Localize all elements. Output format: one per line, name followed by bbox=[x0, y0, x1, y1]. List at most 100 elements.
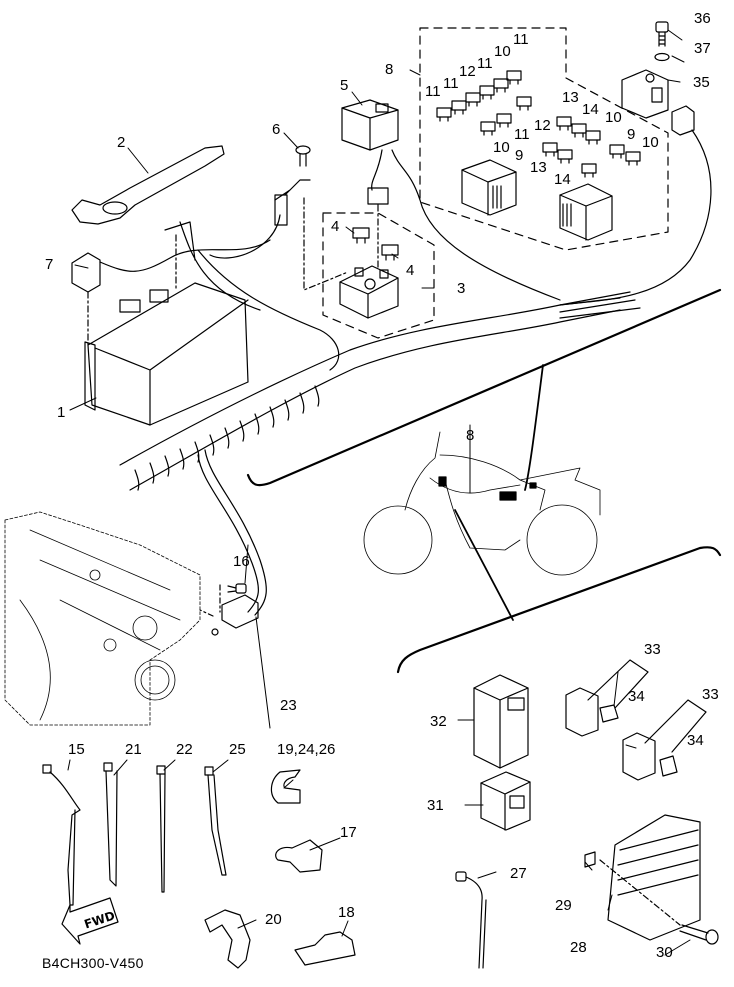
battery-bracket bbox=[164, 221, 261, 311]
clamp-18-icon bbox=[294, 931, 356, 966]
callout-35: 35 bbox=[693, 74, 710, 91]
bolt-30-dashdot-line bbox=[599, 859, 681, 926]
starter-relay-dashed-boundary bbox=[322, 212, 435, 339]
cable-tie-22-icon bbox=[156, 765, 166, 893]
fuse-icon bbox=[556, 116, 572, 131]
regulator-28-icon bbox=[607, 814, 701, 941]
fuses-group bbox=[436, 70, 641, 178]
forward-arrow-icon bbox=[61, 897, 119, 945]
battery-band-2-icon bbox=[71, 145, 225, 225]
clamp-17-icon bbox=[275, 839, 323, 873]
callout-13b: 13 bbox=[530, 159, 547, 176]
fuse-icon bbox=[557, 149, 573, 164]
callout-16: 16 bbox=[233, 553, 250, 570]
terminal-cover-7-icon bbox=[71, 252, 101, 293]
engine-block-icon bbox=[4, 511, 201, 726]
fuse-icon bbox=[516, 96, 532, 111]
callout-10b: 10 bbox=[493, 139, 510, 156]
callout-23: 23 bbox=[280, 697, 297, 714]
fusebox-dashed-boundary bbox=[419, 27, 669, 251]
terminal-icon bbox=[274, 194, 288, 226]
callout-10c: 10 bbox=[605, 109, 622, 126]
callout-4b: 4 bbox=[406, 262, 415, 279]
callout-9a: 9 bbox=[515, 147, 524, 164]
callout-29: 29 bbox=[555, 897, 572, 914]
fuse-icon bbox=[585, 130, 601, 145]
callout-12a: 12 bbox=[459, 63, 476, 80]
leader-top-to-bike bbox=[524, 364, 544, 491]
bracket-33-line bbox=[644, 699, 707, 753]
callout-2: 2 bbox=[117, 134, 126, 151]
drawing-code: B4CH300-V450 bbox=[42, 955, 144, 971]
cable-tie-15-icon bbox=[42, 764, 81, 906]
relay-31-icon bbox=[480, 771, 531, 831]
callout-7: 7 bbox=[45, 256, 54, 273]
fuse-icon bbox=[479, 85, 495, 100]
relay-connector-icon bbox=[367, 187, 389, 205]
starter-relay-icon bbox=[339, 265, 399, 319]
bolt-16-dashdot-line bbox=[199, 584, 221, 617]
fusebox-connector-icon bbox=[461, 159, 517, 216]
terminal-lead-icon bbox=[209, 179, 311, 259]
callout-8-bike: 8 bbox=[466, 427, 475, 444]
callout-14b: 14 bbox=[554, 171, 571, 188]
cable-tie-27-icon bbox=[455, 871, 487, 969]
callout-15: 15 bbox=[68, 741, 85, 758]
bike-component-marker bbox=[529, 482, 537, 489]
relay-cover-5-icon bbox=[341, 99, 399, 151]
fuse-icon bbox=[609, 144, 625, 159]
wire-harness-8-icon bbox=[119, 249, 641, 616]
fusebox-connector-icon bbox=[559, 183, 613, 241]
bracket-33-line bbox=[587, 659, 649, 709]
callout-11c: 11 bbox=[477, 55, 493, 72]
callout-4a: 4 bbox=[331, 218, 340, 235]
callout-10d: 10 bbox=[642, 134, 659, 151]
callout-13a: 13 bbox=[562, 89, 579, 106]
fuse-icon bbox=[506, 70, 522, 85]
sensor-wire bbox=[559, 129, 712, 306]
fuse-icon bbox=[451, 100, 467, 115]
callout-33a: 33 bbox=[644, 641, 661, 658]
bolt-36-icon bbox=[655, 21, 669, 47]
bolt-16-icon bbox=[227, 583, 247, 594]
callout-leader-lines bbox=[67, 29, 691, 956]
fuse-icon bbox=[493, 78, 509, 93]
callout-17: 17 bbox=[340, 824, 357, 841]
bolt-30-icon bbox=[679, 924, 719, 945]
callout-31: 31 bbox=[427, 797, 444, 814]
washer-icon bbox=[211, 628, 219, 636]
fuse-icon bbox=[480, 121, 496, 136]
fuse-icon bbox=[436, 107, 452, 122]
fuse-icon bbox=[625, 151, 641, 166]
motorcycle-silhouette-icon bbox=[363, 431, 601, 576]
leader-bike-to-bottom bbox=[454, 509, 514, 621]
callout-8: 8 bbox=[385, 61, 394, 78]
sensor-23-icon bbox=[221, 594, 259, 629]
washer-37-icon bbox=[654, 52, 670, 62]
clamp-20-icon bbox=[204, 909, 251, 969]
panel-divider-top bbox=[246, 288, 722, 487]
battery-1-icon bbox=[84, 282, 249, 426]
cable-tie-21-icon bbox=[103, 762, 118, 887]
callout-20: 20 bbox=[265, 911, 282, 928]
callout-11e: 11 bbox=[514, 126, 530, 143]
callout-10a: 10 bbox=[494, 43, 511, 60]
callout-28: 28 bbox=[570, 939, 587, 956]
callout-11b: 11 bbox=[443, 75, 459, 92]
callout-12b: 12 bbox=[534, 117, 551, 134]
callout-22: 22 bbox=[176, 741, 193, 758]
callout-30: 30 bbox=[656, 944, 673, 961]
bolt-6-dashdot-line bbox=[303, 197, 349, 291]
relay-assembly-33-icon bbox=[565, 687, 619, 737]
fuse-icon bbox=[571, 123, 587, 138]
callout-5: 5 bbox=[340, 77, 349, 94]
fuse-icon bbox=[352, 227, 370, 244]
fuse-icon bbox=[465, 92, 481, 107]
callout-18: 18 bbox=[338, 904, 355, 921]
callout-14a: 14 bbox=[582, 101, 599, 118]
callout-1: 1 bbox=[57, 404, 66, 421]
callout-11a: 11 bbox=[425, 83, 441, 100]
callout-34a: 34 bbox=[628, 688, 645, 705]
callout-25: 25 bbox=[229, 741, 246, 758]
